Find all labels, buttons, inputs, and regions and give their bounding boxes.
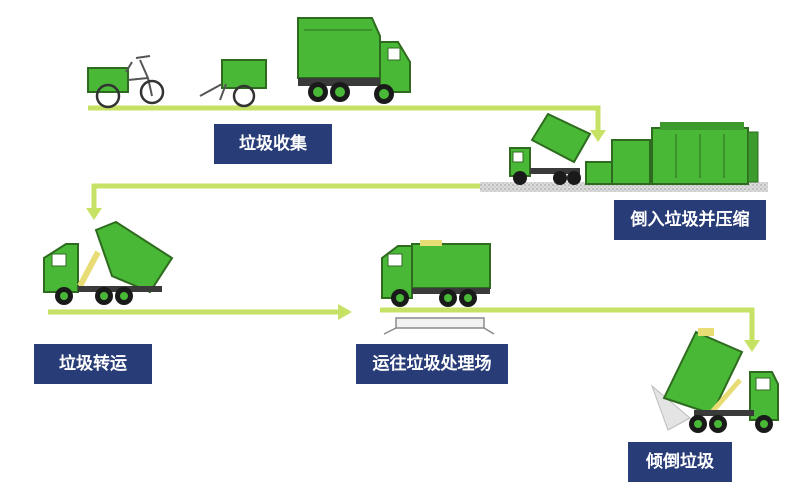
flow-arrow-1 xyxy=(88,105,606,142)
flow-arrow-2 xyxy=(86,183,480,220)
step-label-collection: 垃圾收集 xyxy=(214,124,332,164)
step-label-compress: 倒入垃圾并压缩 xyxy=(614,200,766,240)
step-label-unload: 倾倒垃圾 xyxy=(628,442,732,482)
tricycle-icon xyxy=(87,55,165,109)
hand-cart-icon xyxy=(199,59,267,108)
container-truck-icon xyxy=(381,240,491,307)
ground-strip xyxy=(480,182,768,192)
flow-arrow-4 xyxy=(380,307,760,352)
dump-truck-icon xyxy=(297,17,411,104)
flow-arrow-3 xyxy=(48,304,352,320)
unloading-truck-icon xyxy=(650,328,779,433)
tipping-truck-icon xyxy=(509,112,592,185)
step-label-to-landfill: 运往垃圾处理场 xyxy=(356,344,508,384)
landfill-platform-icon xyxy=(383,317,495,335)
step-label-transfer: 垃圾转运 xyxy=(34,344,152,384)
compactor-station-icon xyxy=(585,122,759,185)
hook-lift-truck-icon xyxy=(43,220,174,305)
